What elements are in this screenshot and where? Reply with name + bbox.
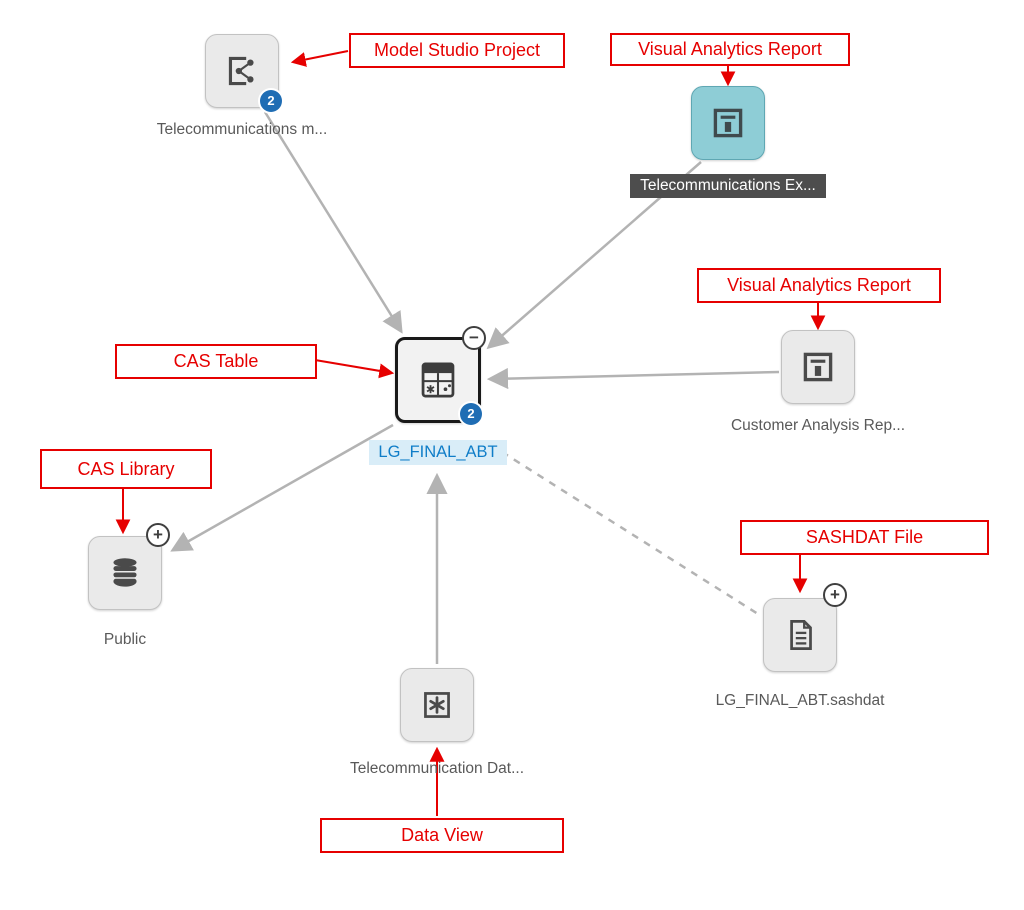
- expand-button[interactable]: +: [146, 523, 170, 547]
- expand-button[interactable]: +: [823, 583, 847, 607]
- document-glyph: [790, 619, 812, 651]
- collapse-button[interactable]: −: [462, 326, 486, 350]
- node-data-view[interactable]: Telecommunication Dat...: [307, 668, 567, 778]
- node-cas-table[interactable]: − 2 LG_FINAL_ABT: [308, 326, 568, 465]
- data-view-label[interactable]: Telecommunication Dat...: [349, 760, 525, 777]
- cas-table-label[interactable]: LG_FINAL_ABT: [369, 440, 507, 465]
- pointer-model-studio: [290, 50, 349, 67]
- va-report-glyph: [803, 352, 833, 382]
- edge-model-studio-to-cas-table: [263, 111, 403, 334]
- annotation-cas-library: CAS Library: [40, 449, 212, 489]
- data-view-icon[interactable]: [400, 668, 474, 742]
- model-studio-label[interactable]: Telecommunications m...: [156, 121, 328, 138]
- asterisk-glyph: [424, 692, 450, 718]
- model-studio-badge: 2: [260, 90, 282, 112]
- annotation-data-view: Data View: [320, 818, 564, 853]
- cas-library-label[interactable]: Public: [103, 631, 147, 648]
- model-studio-project-icon[interactable]: 2: [205, 34, 282, 112]
- edge-va-right-to-cas-table: [486, 367, 780, 390]
- edge-cas-table-to-sashdat-dashed: [501, 450, 759, 616]
- annotation-visual-analytics-report-top: Visual Analytics Report: [610, 33, 850, 66]
- va-report-top-icon[interactable]: [691, 86, 765, 160]
- database-glyph: [113, 558, 137, 587]
- node-va-report-right[interactable]: Customer Analysis Rep...: [688, 330, 948, 435]
- annotation-cas-table: CAS Table: [115, 344, 317, 379]
- va-report-glyph: [713, 108, 743, 138]
- cas-table-icon[interactable]: − 2: [395, 326, 486, 425]
- va-report-top-label[interactable]: Telecommunications Ex...: [630, 174, 826, 198]
- sashdat-file-label[interactable]: LG_FINAL_ABT.sashdat: [715, 692, 885, 709]
- cas-library-icon[interactable]: +: [88, 523, 170, 610]
- node-sashdat-file[interactable]: + LG_FINAL_ABT.sashdat: [670, 583, 930, 710]
- pointer-cas-table: [314, 359, 395, 379]
- sashdat-file-icon[interactable]: +: [763, 583, 847, 672]
- va-report-right-icon[interactable]: [781, 330, 855, 404]
- node-cas-library[interactable]: + Public: [0, 523, 255, 649]
- annotation-model-studio-project: Model Studio Project: [349, 33, 565, 68]
- va-report-right-label[interactable]: Customer Analysis Rep...: [730, 417, 905, 434]
- node-va-report-top[interactable]: Telecommunications Ex...: [598, 86, 858, 198]
- cas-table-glyph: [421, 362, 455, 398]
- model-studio-glyph: [228, 56, 254, 86]
- edge-cas-table-to-library: [170, 423, 394, 552]
- cas-table-badge: 2: [460, 403, 482, 425]
- annotation-visual-analytics-report-right: Visual Analytics Report: [697, 268, 941, 303]
- node-model-studio-project[interactable]: 2 Telecommunications m...: [112, 34, 372, 139]
- annotation-sashdat-file: SASHDAT File: [740, 520, 989, 555]
